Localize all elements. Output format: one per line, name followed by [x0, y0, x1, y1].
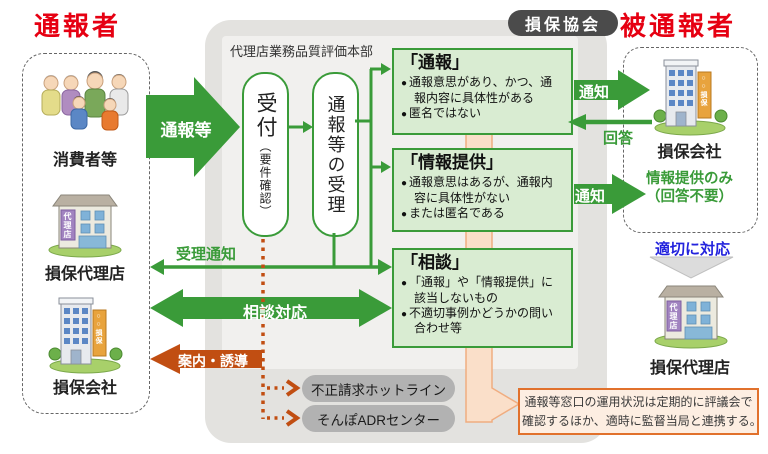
reported-company-label: 損保会社 — [657, 144, 722, 161]
category-title: 「通報」 — [401, 53, 469, 72]
agency-label: 損保代理店 — [44, 266, 125, 283]
annai-yudo-label: 案内・誘導 — [178, 353, 248, 369]
respond-label: 適切に対応 — [654, 241, 730, 258]
agency-building-icon — [654, 285, 728, 349]
reception-box: 受付（要件確認） — [242, 72, 289, 237]
note-line-1: 通報等窓口の運用状況は定期的に評議会で — [524, 395, 753, 409]
agency-sign-text: 代理店 — [63, 212, 72, 239]
sodan-taio-label: 相談対応 — [242, 305, 307, 322]
company-sign-text: ○○損保 — [95, 313, 102, 345]
bullet-item: または匿名である — [401, 206, 564, 222]
tsuhoto-label: 通報等 — [160, 121, 212, 140]
juri-tsuchi-left-head — [150, 259, 164, 275]
bullet-item: 通報意思があり、かつ、通報内容に具体性がある — [401, 75, 564, 106]
reporter-title: 通報者 — [34, 11, 122, 41]
consumers-icon — [41, 70, 129, 131]
acceptance-box: 通報等の受理 — [312, 72, 359, 237]
bullet-item: 不適切事例かどうかの問い合わせ等 — [401, 306, 564, 337]
company-building-icon — [653, 59, 728, 136]
category-bullets: 通報意思はあるが、通報内容に具体性がない または匿名である — [401, 175, 564, 221]
reply-label: 回答 — [602, 130, 633, 147]
category-bullets: 通報意思があり、かつ、通報内容に具体性がある 匿名ではない — [401, 75, 564, 121]
hotline-pill-adr: そんぽADRセンター — [302, 405, 455, 432]
notify-label-2: 通知 — [574, 188, 605, 205]
reported-agency-label: 損保代理店 — [649, 360, 730, 377]
category-box-tsuho: 「通報」 通報意思があり、かつ、通報内容に具体性がある 匿名ではない — [392, 48, 573, 135]
bullet-item: 匿名ではない — [401, 106, 564, 122]
respond-down-arrow — [649, 256, 734, 279]
acceptance-label: 通報等の受理 — [325, 94, 346, 215]
reception-text: 受付（要件確認） — [254, 91, 277, 218]
company-label: 損保会社 — [52, 380, 117, 397]
category-title: 「情報提供」 — [401, 153, 503, 172]
info-only-line1: 情報提供のみ — [646, 171, 733, 187]
info-only-label: 情報提供のみ （回答不要） — [623, 170, 756, 206]
category-bullets: 「通報」や「情報提供」に該当しないもの 不適切事例かどうかの問い合わせ等 — [401, 275, 564, 336]
agency-sign-text: 代理店 — [669, 303, 678, 330]
reporter-group-box — [22, 53, 150, 414]
agency-building-icon — [48, 194, 122, 258]
bullet-item: 「通報」や「情報提供」に該当しないもの — [401, 275, 564, 306]
juri-tsuchi-label: 受理通知 — [176, 246, 237, 263]
consumers-label: 消費者等 — [52, 152, 117, 169]
reception-sub: （要件確認） — [258, 139, 272, 218]
bullet-item: 通報意思はあるが、通報内容に具体性がない — [401, 175, 564, 206]
company-building-icon — [48, 297, 123, 374]
info-only-line2: （回答不要） — [646, 189, 733, 206]
note-line-2: 確認するほか、適時に監督当局と連携する。 — [522, 414, 762, 429]
division-label: 代理店業務品質評価本部 — [230, 44, 374, 59]
company-sign-text: ○○損保 — [700, 75, 707, 107]
operation-note-box: 通報等窓口の運用状況は定期的に評議会で 確認するほか、適時に監督当局と連携する。 — [518, 388, 762, 435]
hotline-pill-fraud: 不正請求ホットライン — [302, 375, 455, 402]
category-box-sodan: 「相談」 「通報」や「情報提供」に該当しないもの 不適切事例かどうかの問い合わせ… — [392, 248, 573, 348]
category-title: 「相談」 — [401, 253, 469, 272]
association-badge: 損保協会 — [508, 10, 618, 36]
category-box-joho-teikyo: 「情報提供」 通報意思はあるが、通報内容に具体性がない または匿名である — [392, 148, 573, 232]
notify-label-1: 通知 — [578, 84, 609, 101]
reported-company-box — [623, 47, 758, 233]
acceptance-text: 通報等の受理 — [325, 94, 346, 215]
reported-title: 被通報者 — [620, 11, 737, 41]
reception-main: 受付 — [254, 91, 277, 140]
